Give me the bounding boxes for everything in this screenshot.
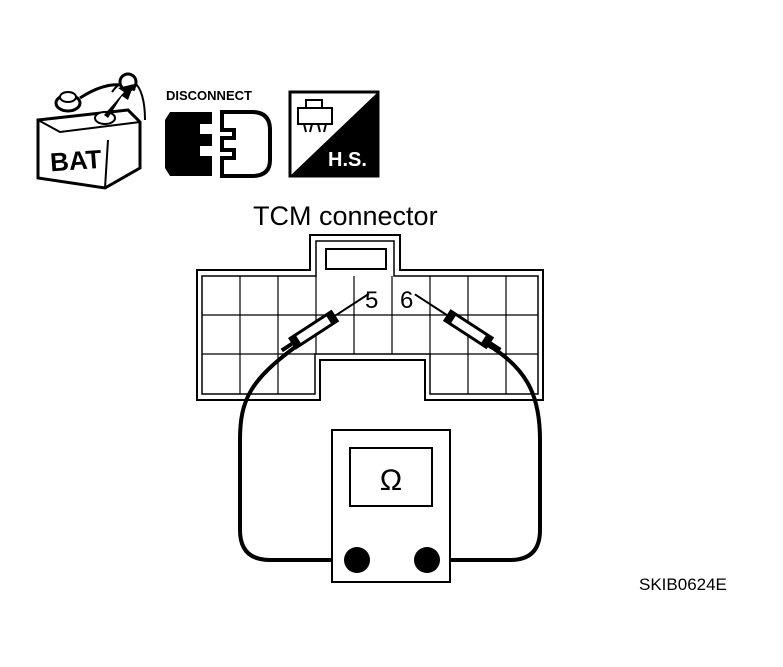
meter-jack-left (344, 547, 370, 573)
cavity-grid (202, 276, 538, 394)
meter-jack-right (414, 547, 440, 573)
harness-icon: H.S. (288, 90, 380, 178)
test-leads (238, 292, 542, 562)
battery-disconnect-icon: BAT (36, 72, 146, 190)
disconnect-icon: DISCONNECT (165, 88, 272, 178)
ohm-symbol: Ω (380, 464, 402, 497)
ohmmeter: Ω (331, 429, 451, 583)
left-probe (280, 292, 370, 353)
disconnect-label: DISCONNECT (166, 88, 252, 103)
pin-5-label: 5 (365, 287, 378, 314)
right-probe (414, 293, 502, 352)
figure-code: SKIB0624E (639, 575, 727, 594)
tcm-connector: 5 6 (196, 234, 544, 401)
battery-label: BAT (49, 144, 103, 178)
harness-label: H.S. (328, 149, 367, 171)
pin-6-label: 6 (400, 287, 413, 314)
connector-title: TCM connector (253, 201, 438, 231)
